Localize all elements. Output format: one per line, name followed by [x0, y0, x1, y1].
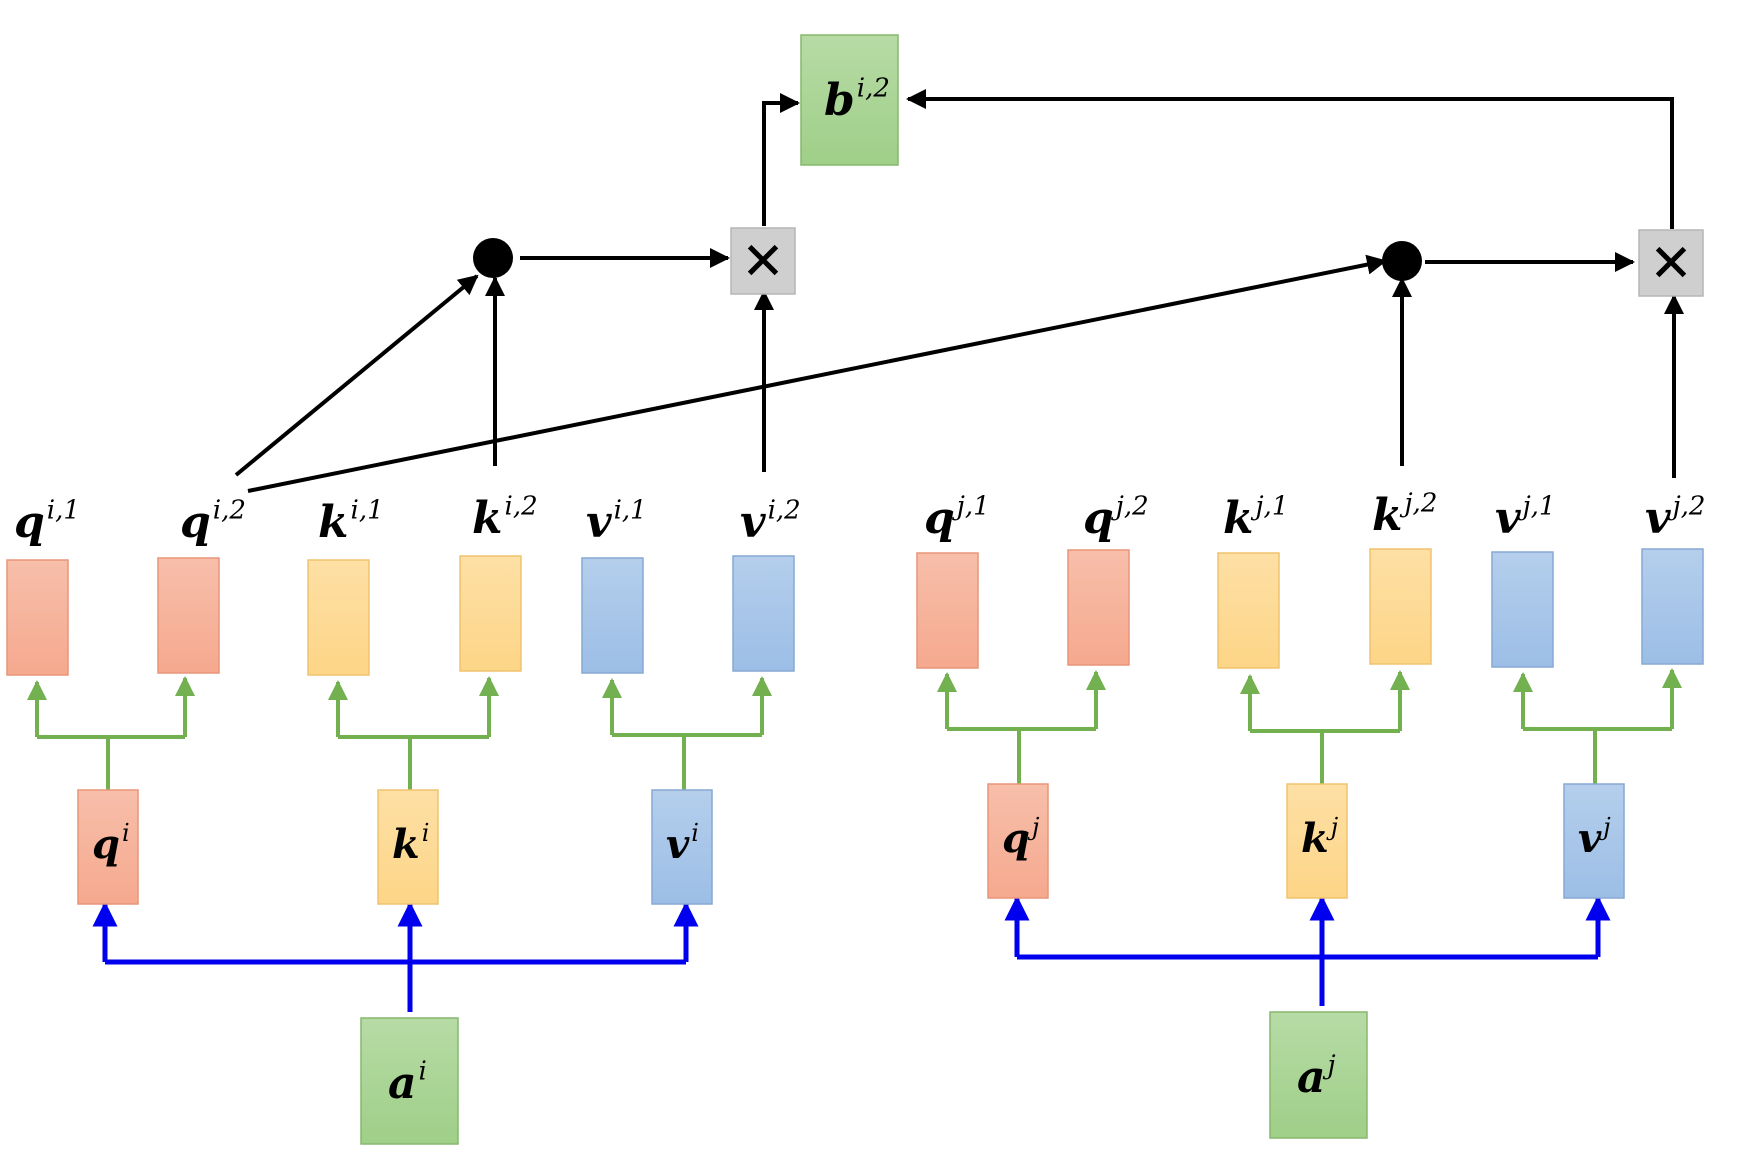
projection-box-v-i — [651, 789, 713, 905]
head-label-v-j-1-sup: j,1 — [1518, 492, 1556, 522]
head-label-v-i-2-sup: i,2 — [768, 496, 801, 526]
head-label-k-j-2: kj,2 — [1372, 489, 1437, 541]
input-arrows-j — [1004, 895, 1611, 1006]
head-label-k-j-2-base: k — [1372, 490, 1403, 541]
head-box-q-j-1 — [916, 552, 979, 669]
head-box-q-j-2 — [1067, 549, 1130, 666]
head-label-q-j-2: qj,2 — [1083, 492, 1149, 544]
projection-box-k-j — [1286, 783, 1348, 899]
input-label-ai-base: a — [388, 1058, 417, 1109]
input-box-ai — [360, 1017, 459, 1145]
head-label-k-i-1: ki,1 — [318, 496, 384, 548]
projection-label-q-i-base: q — [92, 821, 120, 868]
head-label-k-i-2-base: k — [472, 493, 503, 544]
dot-product-node-j — [1382, 241, 1422, 281]
projection-label-v-i-sup: i — [691, 819, 699, 847]
multiply-node-j: ✕ — [1638, 229, 1704, 297]
projection-box-q-i — [77, 789, 139, 905]
vector-boxes — [6, 34, 1704, 1145]
projection-label-q-i: qi — [92, 819, 130, 868]
head-box-v-i-1 — [581, 557, 644, 674]
head-label-q-j-1-base: q — [924, 493, 955, 544]
projection-label-k-i-sup: i — [422, 819, 430, 847]
head-label-k-j-2-sup: j,2 — [1400, 489, 1438, 519]
input-box-aj — [1269, 1011, 1368, 1139]
head-label-k-i-2-sup: i,2 — [505, 492, 538, 522]
projection-label-v-i-base: v — [666, 821, 690, 868]
multiply-sign-i: ✕ — [741, 232, 785, 292]
head-label-k-j-1-base: k — [1223, 493, 1254, 544]
projection-label-k-i: ki — [392, 819, 429, 868]
head-label-v-i-1-sup: i,1 — [614, 496, 647, 526]
projection-label-q-j-base: q — [1002, 815, 1030, 862]
head-label-v-j-2-base: v — [1645, 493, 1671, 544]
head-label-q-j-1-sup: j,1 — [952, 492, 990, 522]
head-label-k-j-1: kj,1 — [1223, 492, 1288, 544]
output-label-b: bi,2 — [824, 74, 890, 126]
head-box-k-j-2 — [1369, 548, 1432, 665]
head-label-q-j-2-base: q — [1083, 493, 1114, 544]
output-label-b-sup: i,2 — [857, 74, 890, 104]
attention-flow-arrows — [234, 89, 1684, 493]
head-label-q-i-2-sup: i,2 — [213, 496, 246, 526]
projection-box-k-i — [377, 789, 439, 905]
projection-label-v-j-base: v — [1578, 815, 1602, 862]
head-label-q-j-2-sup: j,2 — [1111, 492, 1149, 522]
projection-label-q-i-sup: i — [122, 819, 130, 847]
output-label-b-base: b — [824, 75, 855, 126]
head-label-k-i-1-sup: i,1 — [351, 496, 384, 526]
head-label-v-i-1-base: v — [586, 497, 612, 548]
head-label-q-i-1-base: q — [14, 497, 45, 548]
head-label-k-i-1-base: k — [318, 497, 349, 548]
multiply-sign-j: ✕ — [1649, 234, 1693, 294]
head-label-q-i-2-base: q — [180, 497, 211, 548]
projection-label-v-i: vi — [666, 819, 699, 868]
projection-label-v-j: vj — [1578, 813, 1611, 862]
input-arrows-i — [92, 901, 699, 1012]
input-label-ai-sup: i — [419, 1057, 427, 1087]
head-box-k-i-1 — [307, 559, 370, 676]
input-label-aj-base: a — [1297, 1052, 1326, 1103]
head-box-v-j-2 — [1641, 548, 1704, 665]
head-label-v-j-1: vj,1 — [1495, 492, 1555, 544]
split-arrows — [27, 668, 1682, 790]
head-box-v-i-2 — [732, 555, 795, 672]
head-label-v-j-2-sup: j,2 — [1668, 492, 1706, 522]
input-label-ai: ai — [388, 1057, 427, 1109]
head-label-q-i-1: qi,1 — [14, 496, 80, 548]
head-box-k-j-1 — [1217, 552, 1280, 669]
head-box-q-i-2 — [157, 557, 220, 674]
multiply-node-i: ✕ — [730, 227, 796, 295]
head-label-v-j-2: vj,2 — [1645, 492, 1705, 544]
projection-box-v-j — [1563, 783, 1625, 899]
output-box-b — [800, 34, 899, 166]
head-label-v-i-2-base: v — [740, 497, 766, 548]
head-label-v-i-1: vi,1 — [586, 496, 647, 548]
head-label-v-i-2: vi,2 — [740, 496, 801, 548]
head-box-k-i-2 — [459, 555, 522, 672]
head-label-v-j-1-base: v — [1495, 493, 1521, 544]
projection-label-k-i-base: k — [392, 821, 420, 868]
head-label-q-i-2: qi,2 — [180, 496, 246, 548]
head-label-q-i-1-sup: i,1 — [47, 496, 80, 526]
head-label-q-j-1: qj,1 — [924, 492, 990, 544]
head-box-q-i-1 — [6, 559, 69, 676]
head-box-v-j-1 — [1491, 551, 1554, 668]
projection-box-q-j — [987, 783, 1049, 899]
dot-product-node-i — [473, 238, 513, 278]
head-label-k-j-1-sup: j,1 — [1251, 492, 1289, 522]
projection-label-k-j-base: k — [1301, 815, 1329, 862]
head-label-k-i-2: ki,2 — [472, 492, 538, 544]
